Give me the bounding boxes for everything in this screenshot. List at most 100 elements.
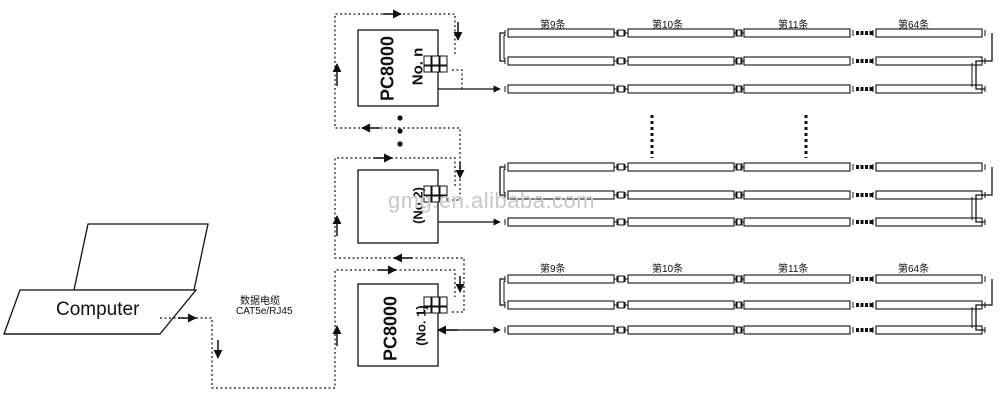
led-tube (627, 162, 735, 172)
led-tube (875, 28, 983, 38)
led-tube (627, 300, 735, 310)
led-tube (743, 162, 851, 172)
ellipsis-mark (869, 303, 873, 307)
ellipsis-mark (860, 165, 864, 169)
ellipsis-mark (856, 303, 859, 307)
controller-box-bottom (357, 283, 439, 367)
ellipsis-mark (869, 193, 873, 197)
led-tube-grid (499, 28, 993, 335)
tube-connector (735, 191, 743, 199)
ellipsis-mark (869, 165, 873, 169)
led-tube (875, 325, 983, 335)
row-return-right-lower (975, 60, 985, 90)
led-tube (627, 84, 735, 94)
connector-ports-bottom (423, 296, 448, 314)
ellipsis-mark (865, 31, 868, 35)
led-tube (743, 300, 851, 310)
ellipsis-mark (869, 31, 873, 35)
tube-connector (735, 218, 743, 226)
led-tube (507, 325, 615, 335)
tube-connector (617, 218, 625, 226)
led-tube (875, 56, 983, 66)
led-tube (507, 84, 615, 94)
controller-top-model: PC8000 (377, 35, 398, 102)
computer-label: Computer (56, 299, 140, 320)
tube-connector (735, 326, 743, 334)
row-return-left (499, 278, 505, 306)
led-tube (743, 84, 851, 94)
ellipsis-mark (869, 277, 873, 281)
continuation-dots (397, 115, 403, 147)
tube-label-bottom-1: 第9条 (540, 264, 566, 275)
ellipsis-mark (860, 303, 864, 307)
tube-label-bottom-2: 第10条 (652, 264, 684, 275)
group-continuation-marks (650, 115, 808, 158)
tube-label-top-1: 第9条 (540, 20, 566, 31)
led-tube (627, 56, 735, 66)
tube-connector (617, 29, 625, 37)
ellipsis-mark (856, 87, 859, 91)
connector-ports-middle (423, 185, 448, 203)
led-tube (627, 217, 735, 227)
ellipsis-mark (869, 220, 873, 224)
tube-connector (735, 301, 743, 309)
tube-connector (735, 275, 743, 283)
tube-connector (617, 85, 625, 93)
connector-ports-top (423, 55, 448, 73)
ellipsis-mark (865, 87, 868, 91)
ellipsis-mark (865, 220, 868, 224)
led-tube (507, 300, 615, 310)
ellipsis-mark (865, 193, 868, 197)
row-return-right (985, 167, 993, 196)
tube-connector (735, 29, 743, 37)
data-cable-lines (160, 13, 465, 389)
row-return-right-lower (975, 304, 985, 331)
led-tube (743, 274, 851, 284)
ellipsis-mark (860, 87, 864, 91)
row-return-left (499, 32, 505, 62)
led-tube (875, 84, 983, 94)
ellipsis-mark (865, 277, 868, 281)
tube-label-bottom-3: 第11条 (778, 264, 809, 275)
watermark: gmg.en.alibaba.com (388, 188, 596, 213)
led-tube (627, 274, 735, 284)
tube-label-top-4: 第64条 (898, 20, 930, 31)
tube-label-bottom-4: 第64条 (898, 264, 930, 275)
led-tube (627, 190, 735, 200)
ellipsis-mark (860, 328, 864, 332)
tube-connector (735, 163, 743, 171)
ellipsis-mark (865, 303, 868, 307)
tube-connector (617, 301, 625, 309)
ellipsis-mark (856, 328, 859, 332)
led-tube (627, 325, 735, 335)
ellipsis-mark (860, 31, 864, 35)
led-tube (507, 274, 615, 284)
led-tube (743, 325, 851, 335)
tube-label-top-3: 第11条 (778, 20, 809, 31)
ellipsis-mark (860, 59, 864, 63)
tube-label-top-2: 第10条 (652, 20, 684, 31)
led-tube (875, 190, 983, 200)
ellipsis-mark (856, 59, 859, 63)
ellipsis-mark (860, 193, 864, 197)
led-tube (875, 217, 983, 227)
row-return-right (985, 279, 993, 306)
laptop-icon (3, 223, 209, 335)
led-tube (507, 217, 615, 227)
ellipsis-mark (865, 59, 868, 63)
ellipsis-mark (869, 87, 873, 91)
tube-connector (617, 191, 625, 199)
ellipsis-mark (865, 328, 868, 332)
controller-box-middle (357, 169, 439, 244)
tube-connector (617, 163, 625, 171)
controller-bottom-number: (No. 1) (413, 305, 429, 346)
ellipsis-mark (869, 328, 873, 332)
led-tube (743, 28, 851, 38)
led-tube (507, 162, 615, 172)
ellipsis-mark (856, 220, 859, 224)
row-return-right (985, 33, 993, 62)
ellipsis-mark (856, 193, 859, 197)
cable-type: CAT5e/RJ45 (236, 306, 293, 317)
ellipsis-mark (865, 165, 868, 169)
